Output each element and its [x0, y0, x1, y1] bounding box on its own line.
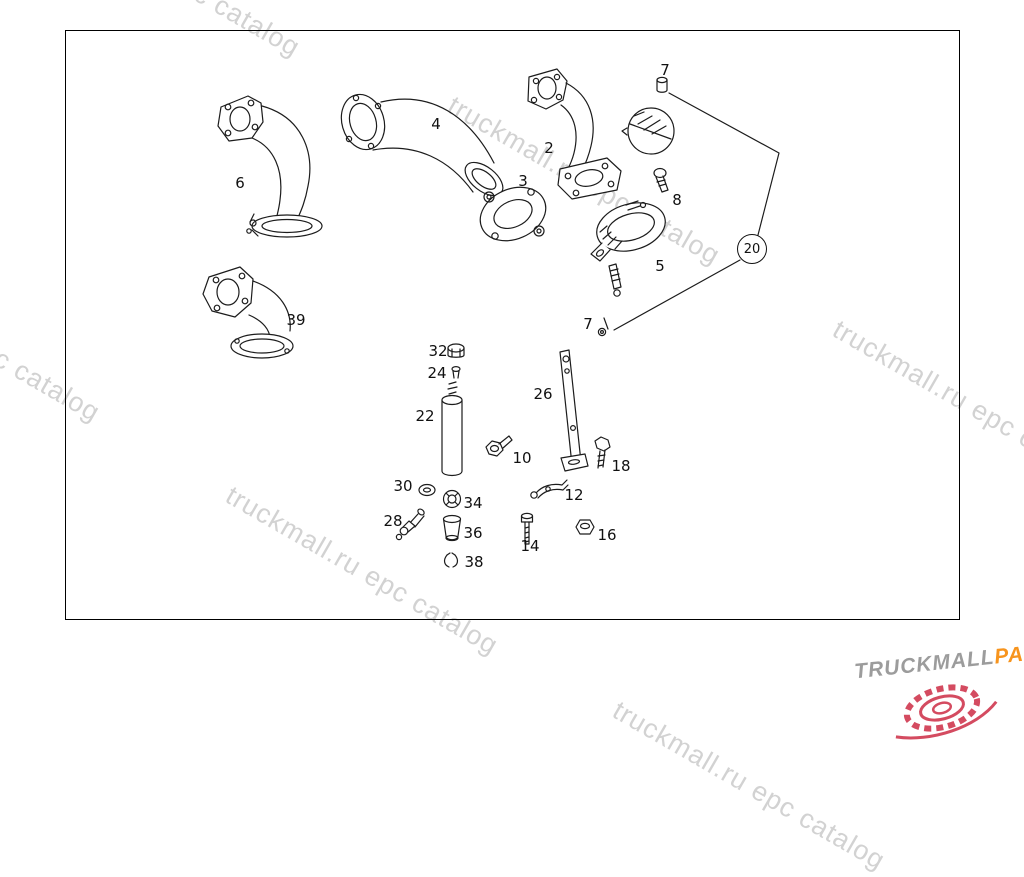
callout-20-label: 20: [743, 241, 761, 257]
callout-16: 16: [597, 526, 617, 544]
callout-14: 14: [520, 537, 540, 555]
callout-12: 12: [564, 486, 584, 504]
callout-18: 18: [611, 457, 631, 475]
callout-28: 28: [383, 512, 403, 530]
brand-logo: TRUCKMALLPARTS: [853, 638, 1024, 744]
callout-30: 30: [393, 477, 413, 495]
callout-6: 6: [235, 174, 245, 192]
callout-36: 36: [463, 524, 483, 542]
callout-22: 22: [415, 407, 435, 425]
callout-8: 8: [672, 191, 682, 209]
callout-4: 4: [431, 115, 441, 133]
callout-32: 32: [428, 342, 448, 360]
callout-38: 38: [464, 553, 484, 571]
callout-2: 2: [544, 139, 554, 157]
callout-10: 10: [512, 449, 532, 467]
callout-3: 3: [518, 172, 528, 190]
callout-7: 7: [583, 315, 593, 333]
callout-26: 26: [533, 385, 553, 403]
callout-5: 5: [655, 257, 665, 275]
callout-34: 34: [463, 494, 483, 512]
callout-7: 7: [660, 61, 670, 79]
callout-39: 39: [286, 311, 306, 329]
callout-24: 24: [427, 364, 447, 382]
gear-logo-icon: [895, 684, 998, 740]
callout-20: 20: [737, 234, 767, 264]
diagram-frame: [65, 30, 960, 620]
